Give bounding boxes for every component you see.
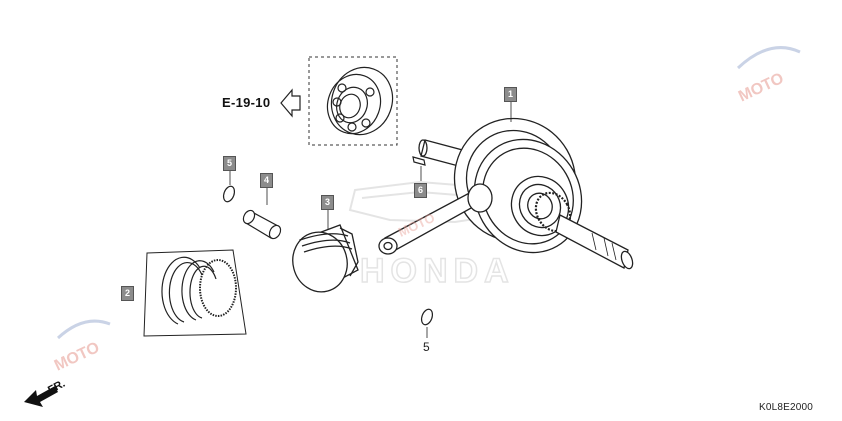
o-ring-lower bbox=[420, 308, 434, 326]
bearing-reference bbox=[280, 56, 398, 146]
lower-oring-label: 5 bbox=[423, 340, 430, 354]
moto-watermark-left: MOTO bbox=[52, 319, 111, 375]
piston-pin bbox=[242, 209, 282, 240]
o-ring-upper bbox=[222, 185, 236, 203]
front-arrow-icon bbox=[24, 386, 58, 407]
honda-watermark-text: HONDA bbox=[360, 252, 515, 290]
leader-lines bbox=[229, 100, 512, 338]
callout-2: 2 bbox=[121, 286, 134, 301]
moto-watermark-top: MOTO bbox=[736, 46, 801, 106]
ring-set-box bbox=[143, 249, 247, 337]
bearing-icon bbox=[326, 66, 394, 136]
piston bbox=[292, 224, 359, 293]
hollow-left-arrow-icon bbox=[280, 88, 301, 118]
connecting-rod bbox=[378, 183, 493, 255]
honda-watermark: HONDA bbox=[348, 180, 515, 291]
woodruff-key bbox=[412, 156, 426, 172]
callout-5: 5 bbox=[223, 156, 236, 171]
callout-3: 3 bbox=[321, 195, 334, 210]
callout-6: 6 bbox=[414, 183, 427, 198]
moto-logo-text-top: MOTO bbox=[736, 70, 786, 106]
callout-4: 4 bbox=[260, 173, 273, 188]
diagram-code: K0L8E2000 bbox=[759, 402, 814, 413]
crankshaft bbox=[418, 117, 634, 270]
reference-label: E-19-10 bbox=[222, 95, 271, 110]
callout-1: 1 bbox=[504, 87, 517, 102]
piston-ring-set bbox=[143, 249, 247, 337]
moto-logo-text-left: MOTO bbox=[52, 339, 102, 375]
bearing-dashed-box bbox=[308, 56, 398, 146]
